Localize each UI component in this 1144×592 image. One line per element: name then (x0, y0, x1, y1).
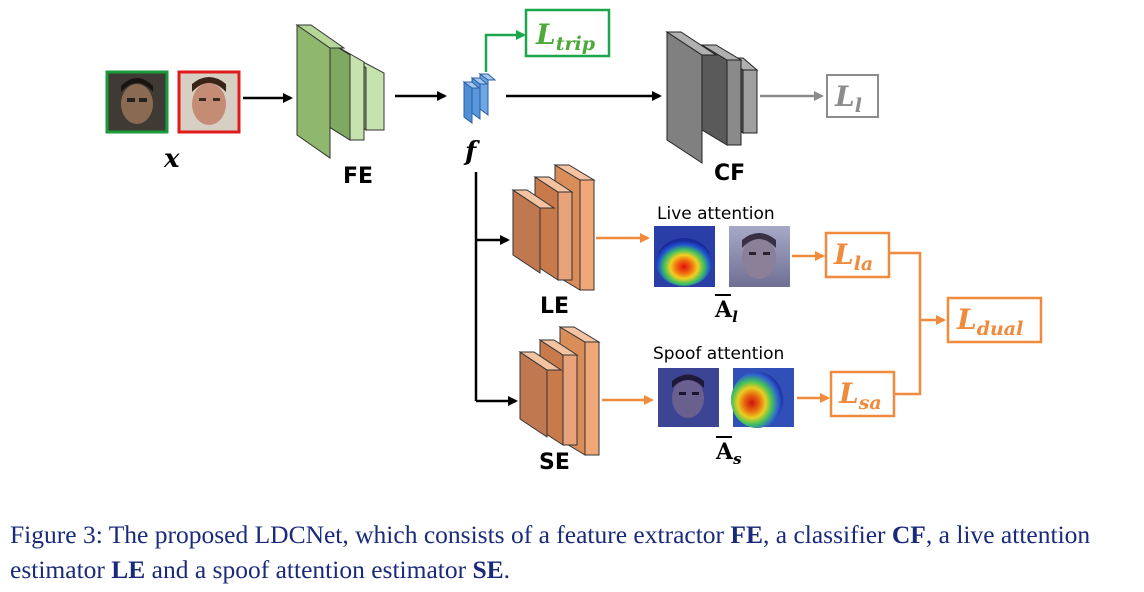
live-attention-heatmap (654, 226, 715, 287)
fe-block (295, 24, 385, 159)
caption-text: , a classifier (763, 520, 892, 549)
loss-sa-label: Lsa (838, 377, 882, 414)
loss-l-label: Ll (834, 80, 862, 117)
se-block (518, 326, 601, 456)
spoof-attention-title: Spoof attention (653, 344, 784, 364)
cf-block (665, 31, 759, 164)
loss-la-box (824, 231, 891, 279)
live-map-label: Al (714, 297, 738, 326)
merge-lines (889, 251, 922, 396)
input-label: x (163, 144, 180, 174)
input-live-face (105, 70, 169, 134)
se-label: SE (539, 450, 570, 475)
caption-text: , a live attention estimator (10, 520, 1091, 584)
loss-trip-label: Ltrip (535, 18, 596, 55)
spoof-attention-heatmap (731, 368, 794, 428)
spoof-map-label: As (715, 439, 742, 468)
loss-la-label: Lla (833, 238, 873, 275)
loss-sa-box (829, 370, 896, 418)
input-spoof-face (177, 70, 241, 134)
cf-label: CF (714, 161, 745, 186)
arrow-f-to-ltrip (484, 30, 526, 72)
caption-le: LE (111, 555, 146, 584)
caption-fe: FE (730, 520, 764, 549)
feature-block (462, 73, 497, 124)
loss-dual-label: Ldual (956, 303, 1023, 340)
loss-l-box (826, 74, 879, 118)
caption-text: . (503, 555, 511, 584)
figure-caption: Figure 3: The proposed LDCNet, which con… (10, 517, 1140, 587)
le-label: LE (540, 294, 569, 319)
caption-text: Figure 3: The proposed LDCNet, which con… (10, 520, 731, 549)
le-block (511, 164, 596, 291)
caption-cf: CF (891, 520, 926, 549)
feature-label: f (463, 137, 480, 167)
spoof-attention-face (658, 368, 719, 427)
ldcnet-diagram: x FE f Ltrip CF (105, 8, 1043, 475)
loss-trip-box (524, 8, 611, 58)
live-attention-face (729, 226, 790, 287)
loss-dual-box (946, 296, 1043, 344)
caption-text: and a spoof attention estimator (145, 555, 473, 584)
live-attention-title: Live attention (657, 204, 775, 224)
fe-label: FE (343, 164, 373, 189)
caption-se: SE (472, 555, 504, 584)
